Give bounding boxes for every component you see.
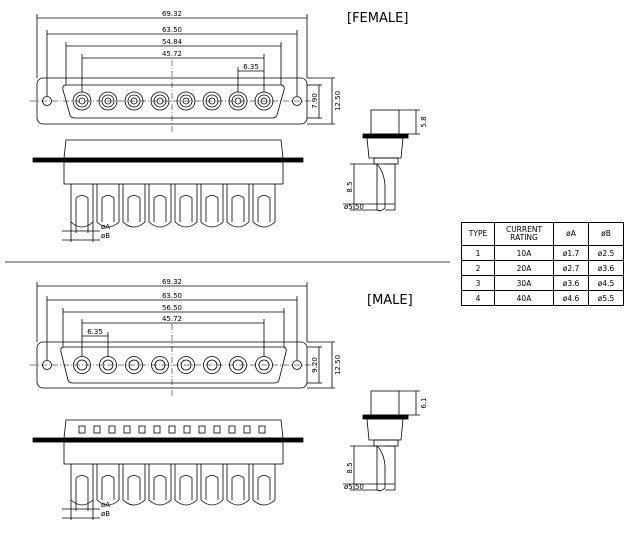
female-front-view xyxy=(30,14,335,132)
female-dim-overall: 69.32 xyxy=(162,10,182,18)
table-cell: 3 xyxy=(461,275,495,291)
male-dim-side-depth: 6.1 xyxy=(420,397,428,408)
table-cell: ø4.5 xyxy=(588,275,624,291)
male-dim-overall: 69.32 xyxy=(162,278,182,286)
male-dim-inner-height: 9.20 xyxy=(311,357,319,373)
female-dim-contacts: 45.72 xyxy=(162,50,182,58)
female-dim-side-depth: 5.8 xyxy=(420,116,428,127)
female-dim-b: øB xyxy=(101,232,110,240)
female-dim-pin-length: 8.5 xyxy=(346,181,354,192)
table-cell: 30A xyxy=(494,275,554,291)
table-cell: ø5.5 xyxy=(588,290,624,306)
table-cell: ø3.6 xyxy=(588,260,624,276)
female-dim-outer-height: 12.50 xyxy=(334,91,342,111)
header-dia-a: øA xyxy=(553,222,589,246)
table-cell: 2 xyxy=(461,260,495,276)
table-row: 2 20A ø2.7 ø3.6 xyxy=(461,260,624,276)
male-dim-a: øA xyxy=(101,501,110,509)
female-profile-view xyxy=(343,109,420,212)
table-row: 3 30A ø3.6 ø4.5 xyxy=(461,275,624,291)
table-cell: ø4.6 xyxy=(553,290,589,306)
table-row: 1 10A ø1.7 ø2.5 xyxy=(461,245,624,261)
table-cell: 1 xyxy=(461,245,495,261)
male-dim-mount-holes: 63.50 xyxy=(162,292,182,300)
male-dim-pin-length: 8.5 xyxy=(346,462,354,473)
male-profile-view xyxy=(343,390,420,492)
table-cell: ø1.7 xyxy=(553,245,589,261)
header-current-rating: CURRENT RATING xyxy=(494,222,554,246)
male-front-view xyxy=(30,282,335,396)
female-title: [FEMALE] xyxy=(347,11,408,26)
header-type: TYPE xyxy=(461,222,495,246)
female-dim-pin-dia: ø5.50 xyxy=(344,203,364,211)
male-dim-outer-height: 12.50 xyxy=(334,355,342,375)
header-dia-b: øB xyxy=(588,222,624,246)
table-cell: ø2.5 xyxy=(588,245,624,261)
table-cell: 40A xyxy=(494,290,554,306)
male-bottom-view xyxy=(32,419,304,520)
male-dim-b: øB xyxy=(101,510,110,518)
female-bottom-view xyxy=(32,139,304,242)
male-dim-pitch: 6.35 xyxy=(87,328,103,336)
table-cell: 10A xyxy=(494,245,554,261)
table-cell: 20A xyxy=(494,260,554,276)
female-dim-mount-holes: 63.50 xyxy=(162,26,182,34)
female-dim-a: øA xyxy=(101,223,110,231)
male-dim-contacts: 45.72 xyxy=(162,315,182,323)
table-cell: ø2.7 xyxy=(553,260,589,276)
table-header-row: TYPE CURRENT RATING øA øB xyxy=(461,222,624,246)
female-dim-shell: 54.84 xyxy=(162,38,183,46)
table-row: 4 40A ø4.6 ø5.5 xyxy=(461,290,624,306)
male-dim-pin-dia: ø5.50 xyxy=(344,483,364,491)
female-dim-pitch: 6.35 xyxy=(243,63,259,71)
female-dim-inner-height: 7.90 xyxy=(311,93,319,109)
rating-table: TYPE CURRENT RATING øA øB 1 10A ø1.7 ø2.… xyxy=(461,222,624,306)
male-title: [MALE] xyxy=(367,293,413,308)
table-cell: 4 xyxy=(461,290,495,306)
table-cell: ø3.6 xyxy=(553,275,589,291)
male-dim-shell: 56.50 xyxy=(162,304,182,312)
